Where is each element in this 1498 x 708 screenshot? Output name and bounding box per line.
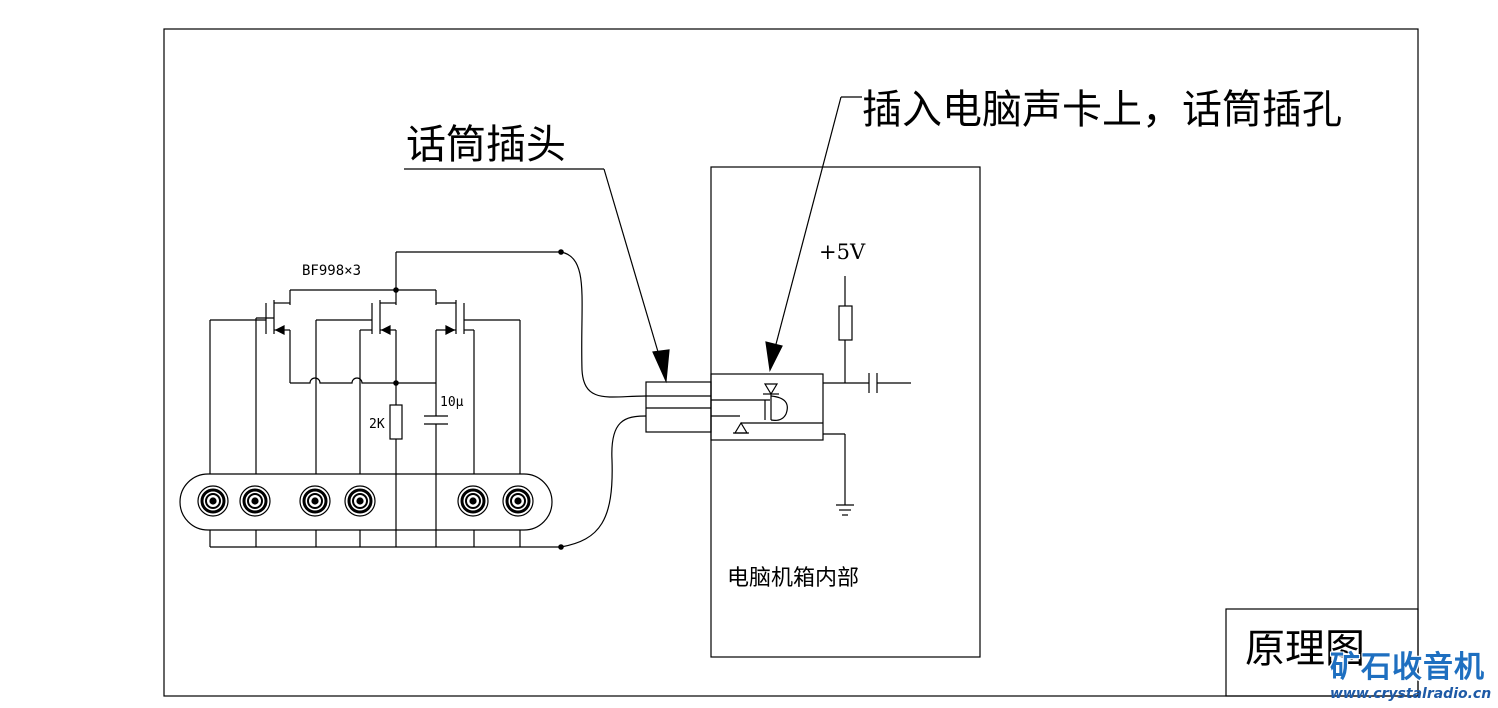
supply-label: +5V <box>819 240 866 264</box>
soundcard-leader <box>774 96 842 349</box>
mic-plug-body <box>645 381 712 433</box>
transistor-label: BF998×3 <box>302 263 361 279</box>
soundcard-jack-label: 插入电脑声卡上，话筒插孔 <box>862 87 1342 133</box>
pc-chassis-label: 电脑机箱内部 <box>727 566 859 591</box>
capsule-6 <box>502 485 534 517</box>
watermark-logo-text: 矿石收音机 <box>1330 650 1485 685</box>
mic-jack-body <box>710 373 824 441</box>
capsule-2 <box>239 485 271 517</box>
title-block <box>1225 608 1419 697</box>
source-bus <box>290 377 436 384</box>
transistor-q3 <box>435 290 520 383</box>
resistor-label: 2K <box>369 417 385 432</box>
transistor-q2 <box>316 290 397 405</box>
capsule-1 <box>197 485 229 517</box>
capacitor-label: 10μ <box>440 395 464 410</box>
transistor-q1 <box>210 290 291 383</box>
mic-plug-leader <box>603 168 662 363</box>
capsule-4 <box>344 485 376 517</box>
watermark-url: www.crystalradio.cn <box>1330 686 1492 702</box>
cable-ground <box>560 415 647 548</box>
cable-signal <box>560 251 647 398</box>
pullup-resistor <box>838 305 853 341</box>
mic-plug-arrowhead <box>652 349 670 384</box>
title-block-label: 原理图 <box>1245 626 1365 672</box>
drawing-frame <box>163 28 1419 697</box>
jack-contact-tip-top <box>763 383 779 396</box>
mic-plug-label: 话筒插头 <box>406 122 566 168</box>
capsule-row <box>197 485 534 517</box>
soundcard-arrowhead <box>765 341 783 372</box>
source-resistor <box>389 404 403 440</box>
source-junction <box>393 380 399 386</box>
capsule-3 <box>299 485 331 517</box>
jack-contact-loop <box>770 395 788 421</box>
capsule-5 <box>457 485 489 517</box>
jack-contact-tip-bottom <box>733 421 749 434</box>
